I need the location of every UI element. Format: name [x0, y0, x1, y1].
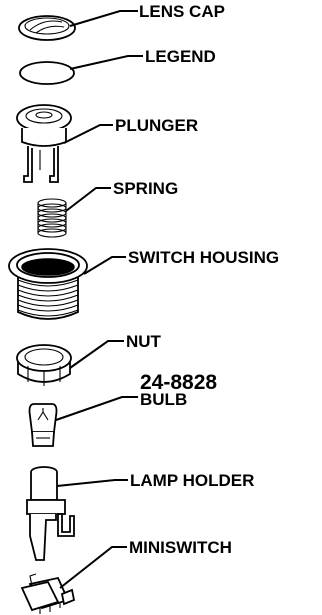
lens-cap-drawing — [18, 15, 76, 41]
lamp-holder-leader-line — [56, 479, 128, 487]
legend-disc-drawing — [19, 61, 75, 85]
bulb-label: BULB — [140, 390, 187, 409]
nut-drawing — [16, 344, 72, 386]
switch-housing-label: SWITCH HOUSING — [128, 248, 279, 267]
miniswitch-label: MINISWITCH — [129, 538, 232, 557]
nut-label: NUT — [126, 332, 162, 351]
bulb-part-number: 24-8828 — [140, 371, 217, 394]
nut-leader-line — [69, 340, 124, 369]
miniswitch-leader-line — [59, 546, 127, 589]
switch-housing-leader-line — [83, 256, 126, 275]
spring-drawing — [37, 198, 67, 238]
spring-leader-line — [65, 187, 111, 212]
bulb-leader-line — [55, 396, 138, 421]
plunger-leader-line — [63, 124, 113, 144]
plunger-label: PLUNGER — [115, 116, 198, 135]
spring-label: SPRING — [113, 179, 178, 198]
bulb-drawing — [28, 403, 58, 447]
lens-cap-label: LENS CAP — [139, 2, 225, 21]
miniswitch-drawing — [20, 573, 76, 614]
lamp-holder-drawing — [26, 466, 75, 561]
legend-leader-line — [69, 55, 143, 70]
switch-housing-drawing — [8, 248, 88, 320]
plunger-drawing — [16, 104, 72, 183]
lamp-holder-label: LAMP HOLDER — [130, 471, 254, 490]
lens-cap-leader-line — [69, 10, 138, 27]
legend-label: LEGEND — [145, 47, 216, 66]
